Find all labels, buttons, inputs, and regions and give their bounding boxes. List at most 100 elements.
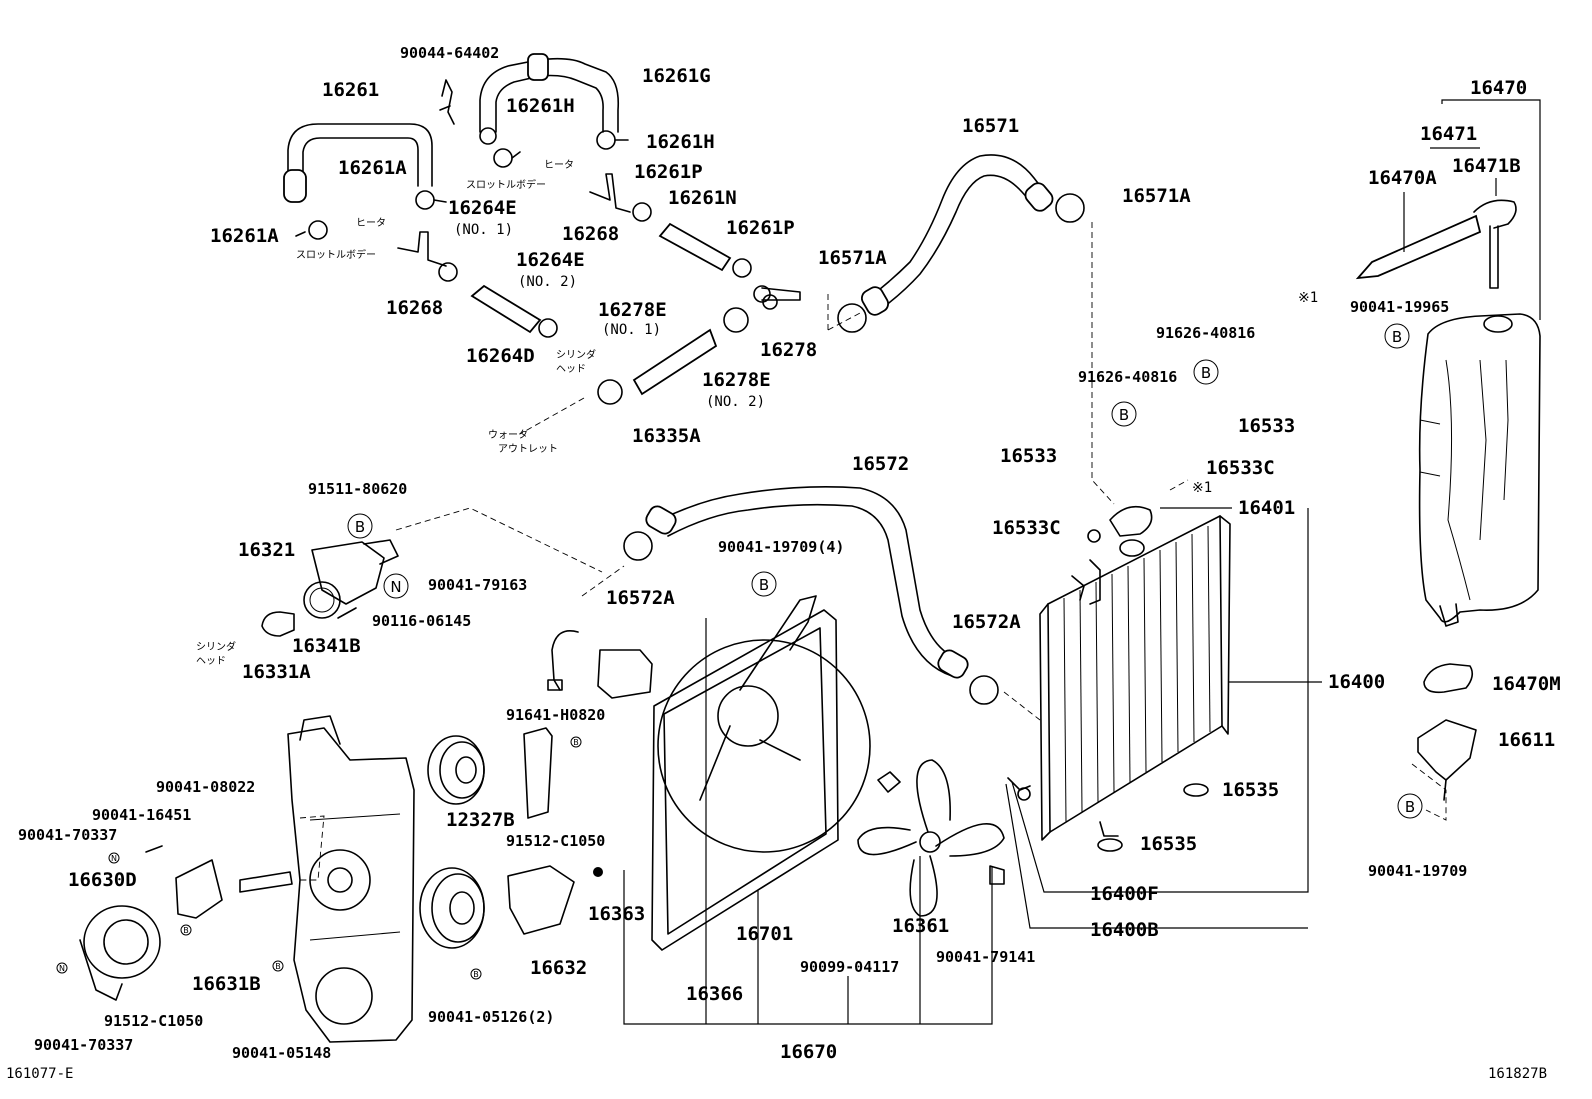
- note-heater: ヒータ: [356, 217, 386, 229]
- label-16533: 16533: [1000, 445, 1057, 467]
- radiator-hose-16572: [623, 486, 999, 705]
- label-16670: 16670: [780, 1041, 837, 1063]
- label-16471b: 16471B: [1452, 155, 1521, 177]
- marker-b: [1193, 359, 1219, 385]
- reservoir-tank-16470: [1355, 199, 1541, 627]
- label-16611: 16611: [1498, 729, 1555, 751]
- label-16261n: 16261N: [668, 187, 737, 209]
- note-cylinder-head: シリンダ: [556, 348, 596, 361]
- dashed-lines: [299, 222, 1447, 881]
- label-16632: 16632: [530, 957, 587, 979]
- radiator-hose-16571: [837, 154, 1085, 333]
- heater-hose-assembly: [283, 53, 801, 405]
- label-16571a: 16571A: [818, 247, 887, 269]
- svg-text:B: B: [1392, 328, 1402, 346]
- note-water-outlet: アウトレット: [498, 443, 558, 455]
- label-90041-79163: 90041-79163: [428, 576, 527, 594]
- fan-16361: [857, 759, 1005, 917]
- label-16261h: 16261H: [646, 131, 715, 153]
- label-x1: ※1: [1192, 480, 1212, 496]
- label-90041-70337: 90041-70337: [18, 826, 117, 844]
- label-16261p: 16261P: [634, 161, 703, 183]
- svg-text:N: N: [59, 964, 65, 973]
- label-90041-19709: 90041-19709: [1368, 862, 1467, 880]
- radiator-16400: [1007, 505, 1231, 852]
- label-16571a: 16571A: [1122, 185, 1191, 207]
- timing-cover: [239, 715, 415, 1043]
- note-water-outlet: ウォータ: [488, 429, 528, 441]
- label-16470m: 16470M: [1492, 673, 1561, 695]
- label-16400: 16400: [1328, 671, 1385, 693]
- label-16261h: 16261H: [506, 95, 575, 117]
- label-90041-05148: 90041-05148: [232, 1044, 331, 1062]
- marker-n: [383, 573, 409, 599]
- label-16470a: 16470A: [1368, 167, 1437, 189]
- label-91512-c1050: 91512-C1050: [506, 832, 605, 850]
- label-16533: 16533: [1238, 415, 1295, 437]
- label-16366: 16366: [686, 983, 743, 1005]
- label-12327b: 12327B: [446, 809, 515, 831]
- marker-b: [1111, 401, 1137, 427]
- note-throttle-body: スロットルボデー: [466, 178, 546, 191]
- label-16400f: 16400F: [1090, 883, 1159, 905]
- svg-text:B: B: [183, 926, 189, 935]
- svg-text:B: B: [355, 518, 365, 536]
- label-16630d: 16630D: [68, 869, 137, 891]
- label-16535: 16535: [1222, 779, 1279, 801]
- label-16361: 16361: [892, 915, 949, 937]
- note-heater: ヒータ: [544, 159, 574, 171]
- label-16261a: 16261A: [338, 157, 407, 179]
- svg-text:B: B: [759, 576, 769, 594]
- label-90041-08022: 90041-08022: [156, 778, 255, 796]
- svg-text:B: B: [1405, 798, 1415, 816]
- note-cylinder-head: ヘッド: [196, 656, 226, 667]
- ref-left: 161077-E: [6, 1066, 73, 1082]
- label-16701: 16701: [736, 923, 793, 945]
- note-cylinder-head: ヘッド: [556, 364, 586, 375]
- label-91511-80620: 91511-80620: [308, 480, 407, 498]
- fan-shroud-16701: [547, 595, 871, 951]
- label-16268: 16268: [386, 297, 443, 319]
- label-16400b: 16400B: [1090, 919, 1159, 941]
- label-90099-04117: 90099-04117: [800, 958, 899, 976]
- marker-b: [751, 571, 777, 597]
- label-90041-16451: 90041-16451: [92, 806, 191, 824]
- label-x1: ※1: [1298, 290, 1318, 306]
- label-90116-06145: 90116-06145: [372, 612, 471, 630]
- label-90041-79141: 90041-79141: [936, 948, 1035, 966]
- ref-right: 161827B: [1488, 1066, 1547, 1082]
- label-16572a: 16572A: [606, 587, 675, 609]
- label-16401: 16401: [1238, 497, 1295, 519]
- label-91641-h0820: 91641-H0820: [506, 706, 605, 724]
- label-90041-19965: 90041-19965: [1350, 298, 1449, 316]
- label-no1: (NO. 1): [602, 322, 661, 338]
- label-16264d: 16264D: [466, 345, 535, 367]
- label-16571: 16571: [962, 115, 1019, 137]
- label-16470: 16470: [1470, 77, 1527, 99]
- label-16261g: 16261G: [642, 65, 711, 87]
- svg-text:B: B: [1201, 364, 1211, 382]
- notes: ヒータ ヒータ スロットルボデー スロットルボデー シリンダ ヘッド シリンダ …: [196, 159, 596, 667]
- label-16321: 16321: [238, 539, 295, 561]
- svg-text:N: N: [390, 578, 401, 596]
- label-91626-40816: 91626-40816: [1156, 324, 1255, 342]
- pulleys: [419, 727, 603, 949]
- label-16278e: 16278E: [702, 369, 771, 391]
- label-no2: (NO. 2): [518, 274, 577, 290]
- label-16471: 16471: [1420, 123, 1477, 145]
- label-no1: (NO. 1): [454, 222, 513, 238]
- label-16261p: 16261P: [726, 217, 795, 239]
- label-16278: 16278: [760, 339, 817, 361]
- label-90041-19709-4: 90041-19709(4): [718, 538, 844, 556]
- label-16533c: 16533C: [1206, 457, 1275, 479]
- label-16572a: 16572A: [952, 611, 1021, 633]
- note-throttle-body: スロットルボデー: [296, 248, 376, 261]
- label-90041-70337: 90041-70337: [34, 1036, 133, 1054]
- label-16264e: 16264E: [516, 249, 585, 271]
- label-91512-c1050: 91512-C1050: [104, 1012, 203, 1030]
- label-no2: (NO. 2): [706, 394, 765, 410]
- label-16363: 16363: [588, 903, 645, 925]
- label-16533c: 16533C: [992, 517, 1061, 539]
- label-16264e: 16264E: [448, 197, 517, 219]
